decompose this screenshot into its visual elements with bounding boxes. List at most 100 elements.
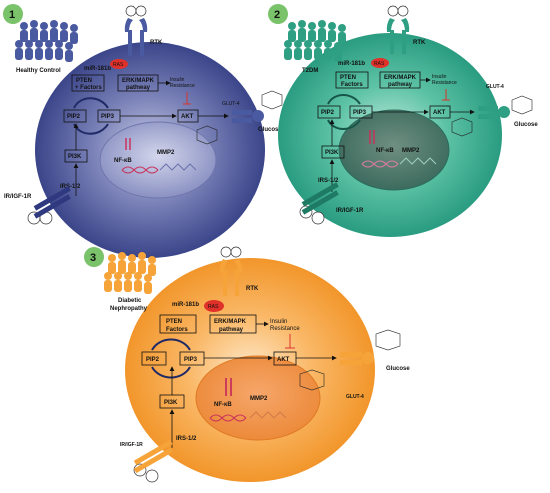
- mirna-label: miR-181b: [172, 302, 199, 308]
- people-group-icon: [104, 252, 156, 294]
- glucose-label: Glucose: [258, 127, 282, 133]
- glut-label: GLUT-4: [486, 84, 504, 90]
- dna-strand-icon: [361, 160, 399, 168]
- ras-node: [110, 59, 128, 69]
- insulin-label-2: Resistance: [270, 326, 300, 332]
- dna-strand-icon: [209, 414, 247, 422]
- glut-transporter: [232, 110, 264, 123]
- pip2-box: [63, 109, 87, 123]
- glucose-molecule-inner-icon: [451, 117, 473, 137]
- pten-box: [335, 71, 369, 89]
- glucose-molecule-icon: [511, 95, 533, 115]
- rtk-receptor: [386, 5, 410, 54]
- nucleus: [195, 355, 321, 441]
- pip2-box: [317, 105, 341, 119]
- erk-label-1: ERK/MAPK: [384, 75, 417, 81]
- irs-label: IRS-1/2: [60, 184, 81, 190]
- insulin-label-2: Resistance: [170, 83, 195, 89]
- pten-box: [159, 314, 197, 334]
- pip3-label: PIP3: [101, 114, 115, 120]
- glut-transporter: [340, 352, 374, 365]
- akt-box: [273, 351, 297, 366]
- pip2-label: PIP2: [67, 114, 81, 120]
- panel-healthy-control: 1 Healthy Control RTK RAS miR-181b: [3, 4, 282, 258]
- panel-t2dm: 2 T2DM RTK RAS miR-181b PTE: [268, 4, 538, 237]
- mmp2-label: MMP2: [157, 150, 175, 156]
- dna-strand-icon: [121, 166, 159, 174]
- pip2-label: PIP2: [146, 357, 160, 363]
- glut-label: GLUT-4: [346, 394, 364, 400]
- rtk-label: RTK: [413, 40, 426, 46]
- nfkb-label: NF-κB: [114, 158, 132, 164]
- erk-label-2: pathway: [126, 85, 151, 91]
- panel-number: 2: [274, 9, 280, 21]
- insulin-label-1: Insulin: [432, 74, 447, 80]
- glucose-label: Glucose: [514, 122, 538, 128]
- mmp2-label: MMP2: [402, 148, 420, 154]
- akt-label: AKT: [181, 114, 194, 120]
- cycle-arrow-top: [73, 97, 109, 109]
- pten-label: PTEN: [76, 78, 92, 84]
- irs-label: IRS-1/2: [318, 178, 339, 184]
- ir-receptor: [27, 186, 71, 225]
- pip3-label: PIP3: [353, 110, 367, 116]
- group-label: Healthy Control: [16, 68, 61, 74]
- glucose-molecule-inner-icon: [196, 125, 218, 145]
- mirna-label: miR-181b: [338, 61, 365, 67]
- erk-label-2: pathway: [388, 82, 413, 88]
- glut-label: GLUT-4: [222, 101, 240, 107]
- mmp2-gene-icon: [249, 411, 287, 419]
- glucose-label: Glucose: [386, 366, 410, 372]
- akt-label: AKT: [433, 110, 446, 116]
- rtk-label: RTK: [246, 286, 259, 292]
- pi3k-box: [321, 145, 345, 159]
- panel-diabetic-nephropathy: 3 Diabetic Nephropathy RTK RAS miR-181b: [84, 246, 410, 483]
- panel-number: 1: [9, 9, 15, 21]
- pip3-box: [179, 351, 205, 366]
- panel-number-badge: [268, 4, 288, 24]
- ir-receptor-label: IR/IGF-1R: [4, 194, 32, 200]
- mmp2-label: MMP2: [250, 396, 268, 402]
- ras-label: RAS: [113, 62, 124, 68]
- pten-label: PTEN: [166, 319, 182, 325]
- nucleus: [99, 121, 217, 199]
- ir-receptor-label: IR/IGF-1R: [120, 442, 143, 448]
- ras-label: RAS: [374, 61, 385, 67]
- mmp2-gene-icon: [399, 157, 437, 165]
- glucose-molecule-icon: [261, 90, 283, 110]
- insulin-label-1: Insulin: [170, 77, 185, 83]
- ras-node: [204, 300, 224, 312]
- group-label-line1: Diabetic: [118, 298, 142, 304]
- nfkb-label: NF-κB: [376, 148, 394, 154]
- people-group-icon: [15, 20, 78, 62]
- erk-label-1: ERK/MAPK: [214, 319, 247, 325]
- pip2-box: [141, 351, 167, 366]
- pten-box: [71, 74, 105, 92]
- mirna-label: miR-181b: [84, 66, 111, 72]
- nfkb-label: NF-κB: [214, 402, 232, 408]
- akt-label: AKT: [277, 357, 290, 363]
- glucose-molecule-icon: [375, 329, 401, 351]
- factors-label: Factors: [166, 327, 188, 333]
- panel-number-badge: [84, 247, 104, 267]
- pi3k-label: PI3K: [68, 154, 82, 160]
- pip2-label: PIP2: [321, 110, 335, 116]
- glut-transporter: [478, 106, 510, 119]
- rtk-receptor: [219, 246, 243, 296]
- pi3k-label: PI3K: [164, 400, 178, 406]
- erk-label-2: pathway: [219, 327, 244, 333]
- pi3k-label: PI3K: [325, 150, 339, 156]
- glucose-molecule-inner-icon: [299, 369, 325, 391]
- rtk-label: RTK: [150, 40, 163, 46]
- insulin-label-1: Insulin: [270, 319, 287, 325]
- rtk-receptor: [124, 5, 148, 56]
- people-group-icon: [284, 20, 346, 62]
- factors-label: Factors: [341, 82, 363, 88]
- irs-label: IRS-1/2: [176, 436, 197, 442]
- ir-receptor: [133, 439, 173, 483]
- erk-label-1: ERK/MAPK: [122, 78, 155, 84]
- ir-receptor-label: IR/IGF-1R: [336, 208, 364, 214]
- ras-node: [371, 58, 389, 68]
